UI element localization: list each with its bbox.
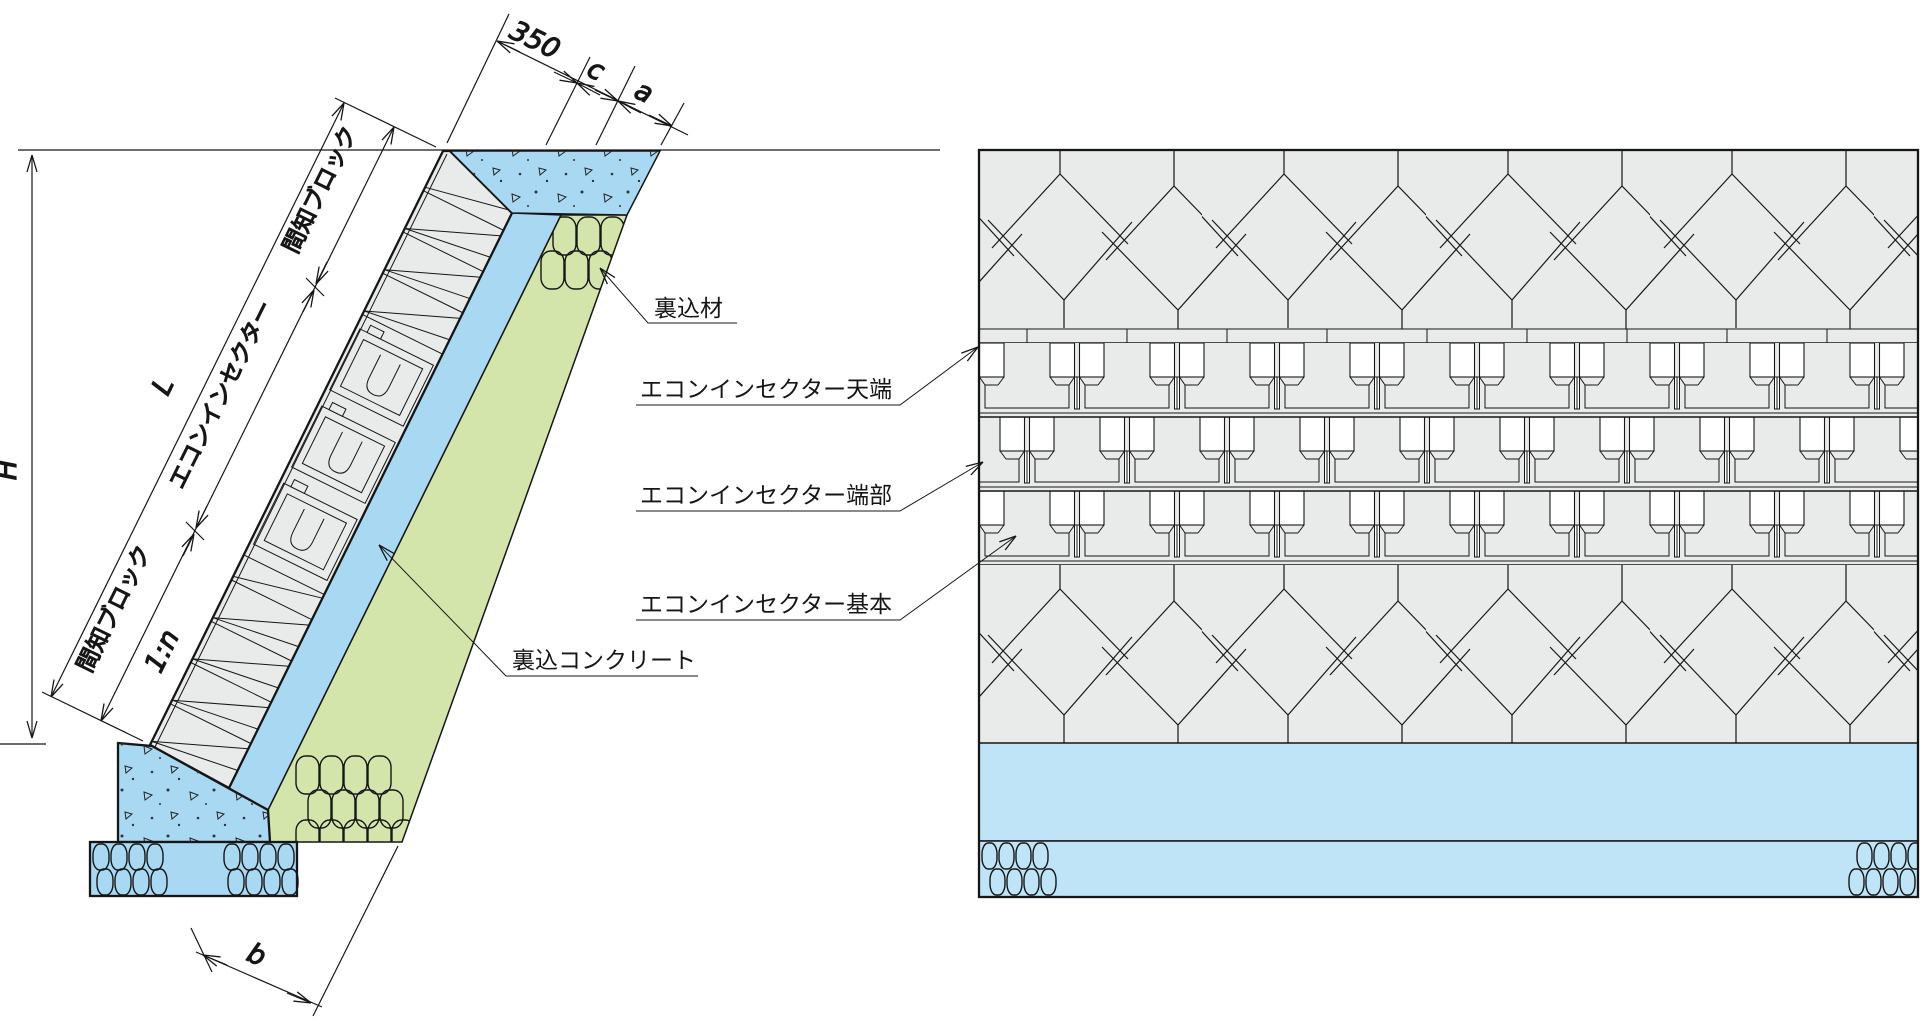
svg-text:エコンインセクター天端: エコンインセクター天端 (640, 377, 892, 403)
dim-H-label: H (0, 460, 23, 480)
dim-slope-label: 1:n (139, 625, 186, 678)
foundation-gravel-base (88, 840, 299, 898)
front-kenchi-upper (979, 150, 1918, 329)
front-foundation-band (978, 742, 1919, 842)
foundation-concrete (116, 741, 272, 844)
front-base-strip (978, 840, 1919, 898)
callouts: 裏込材 エコンインセクター天端 エコンインセクター端部 エコンインセクター基本 … (378, 267, 1017, 677)
callout-backfill-concrete: 裏込コンクリート (378, 544, 698, 677)
front-kenchi-lower (979, 565, 1918, 743)
front-view-border (977, 148, 1920, 899)
svg-text:エコンインセクター基本: エコンインセクター基本 (640, 592, 892, 618)
dim-L-label: L (146, 373, 180, 400)
svg-text:裏込コンクリート: 裏込コンクリート (512, 648, 696, 674)
dim-350-label: 350 (505, 15, 565, 65)
front-insector-row-crown (979, 343, 1918, 417)
svg-text:エコンインセクター端部: エコンインセクター端部 (640, 483, 892, 509)
front-view (977, 148, 1920, 899)
cross-section-view: H L 間知ブロック エコンインセクター 間知ブロック 1:n (0, 13, 940, 1017)
front-insector-row-basic (979, 491, 1918, 565)
dim-c-label: c (582, 53, 609, 87)
crown-concrete-cap (448, 150, 662, 216)
front-insector-row-end (979, 417, 1918, 491)
svg-text:裏込材: 裏込材 (654, 296, 723, 322)
label-kenchi-upper: 間知ブロック (278, 122, 362, 257)
dim-b-label: b (242, 938, 270, 973)
dimension-H: H (0, 154, 46, 745)
front-cap-course (979, 328, 1918, 344)
dimension-top-chain: 350 c a (446, 13, 689, 146)
callout-insector-end: エコンインセクター端部 (636, 461, 984, 512)
dim-a-label: a (629, 75, 657, 110)
callout-insector-crown: エコンインセクター天端 (636, 346, 979, 406)
callout-insector-basic: エコンインセクター基本 (636, 535, 1017, 621)
callout-backfill: 裏込材 (599, 267, 737, 324)
